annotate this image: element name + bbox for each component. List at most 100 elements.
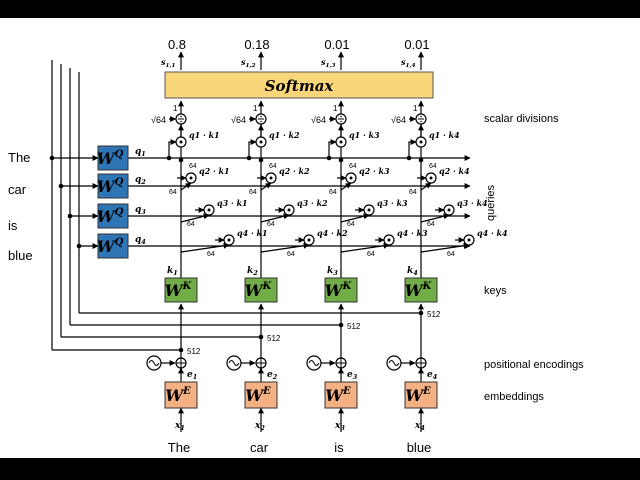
col-1-key-box-label: WK [165, 281, 193, 300]
col-1-k-label: k1 [167, 266, 178, 277]
col-3-key-box-label: WK [325, 281, 353, 300]
dot-node-2-3-mark [349, 176, 353, 180]
product-label-3-1: q3 · k1 [217, 198, 248, 208]
dim-64-2-2: 64 [249, 189, 257, 196]
k-to-dot-4-3 [340, 242, 390, 253]
product-label-2-4: q2 · k4 [439, 166, 470, 176]
col-2-score-value: 0.18 [244, 37, 269, 52]
texts: Thex1WEe1WKk11√640.8s1,1carx2WEe2WKk21√6… [8, 37, 584, 455]
col-2-sine-icon [228, 360, 240, 366]
dot-node-1-2-mark [259, 140, 263, 144]
bottom-word-blue: blue [407, 440, 432, 455]
label-embeddings: embeddings [484, 391, 544, 403]
col-1-embedding-box-label: WE [165, 386, 191, 405]
col-2-score-label: s1,2 [241, 57, 256, 69]
q1-junction-3 [326, 155, 332, 161]
col-3-score-label: s1,3 [321, 57, 336, 69]
product-label-3-3: q3 · k3 [377, 198, 408, 208]
col-2-divide-node-d1 [260, 115, 262, 118]
dim-64-2-1: 64 [169, 189, 177, 196]
softmax-label: Softmax [265, 77, 335, 95]
dim-64-3-2: 64 [267, 221, 275, 228]
col-1-one-label: 1 [173, 104, 178, 113]
dim-64-4-4: 64 [447, 251, 455, 258]
product-label-1-3: q1 · k3 [349, 130, 380, 140]
dot-node-3-2-mark [287, 208, 291, 212]
col-3-sine-icon [308, 360, 320, 366]
col-2-key-box [244, 277, 278, 303]
k-junction-1-1 [178, 157, 184, 163]
col-3-embedding-box-label: WE [325, 386, 351, 405]
col-3-embedding-box [324, 381, 358, 409]
product-label-1-2: q1 · k2 [269, 130, 300, 140]
dim-64-1-2: 64 [269, 163, 277, 170]
left-word-the: The [8, 150, 30, 165]
dot-node-1-3-mark [339, 140, 343, 144]
col-1-e-label: e1 [187, 370, 197, 381]
product-label-1-4: q1 · k4 [429, 130, 460, 140]
q1-route-2 [248, 139, 257, 158]
q1-junction-1 [166, 155, 172, 161]
q-label-3: q3 [135, 205, 146, 216]
col-4-divide-node-d2 [420, 120, 422, 123]
bottom-word-the: The [168, 440, 190, 455]
product-label-2-1: q2 · k1 [199, 166, 230, 176]
q1-route-3 [328, 139, 337, 158]
dot-node-2-4-mark [429, 176, 433, 180]
dot-node-2-1-mark [189, 176, 193, 180]
k-to-dot-2-4 [420, 182, 432, 191]
col-3-k-label: k3 [327, 266, 338, 277]
k-to-dot-4-1 [180, 242, 230, 253]
col-3-sqrt-label: √64 [311, 115, 326, 125]
col-4-k-label: k4 [407, 266, 418, 277]
dim-512-4: 512 [427, 310, 441, 319]
col-1-embedding-box [164, 381, 198, 409]
dot-node-2-2-mark [269, 176, 273, 180]
product-label-4-4: q4 · k4 [477, 228, 508, 238]
product-label-3-2: q3 · k2 [297, 198, 328, 208]
dot-node-1-1-mark [179, 140, 183, 144]
col-4-embedding-box-label: WE [405, 386, 431, 405]
dim-512-2: 512 [267, 334, 281, 343]
col-4-key-box-label: WK [405, 281, 433, 300]
dot-node-3-3-mark [367, 208, 371, 212]
label-queries: queries [485, 184, 497, 221]
col-4-one-label: 1 [413, 104, 418, 113]
col-3-divide-node-d2 [340, 120, 342, 123]
k-to-dot-4-4 [420, 242, 470, 253]
col-4-sine-icon [388, 360, 400, 366]
col-1-sqrt-label: √64 [151, 115, 166, 125]
k-to-dot-2-2 [260, 182, 272, 191]
col-2-divide-node-d2 [260, 120, 262, 123]
k-junction-1-4 [418, 157, 424, 163]
k-to-dot-3-3 [340, 213, 370, 223]
query-box-4 [97, 233, 129, 259]
dim-64-4-3: 64 [367, 251, 375, 258]
query-box-2-label: WQ [97, 177, 124, 196]
dim-64-4-2: 64 [287, 251, 295, 258]
col-4-score-label: s1,4 [401, 57, 416, 69]
col-3-x-label: x3 [334, 421, 345, 432]
dim-64-2-3: 64 [329, 189, 337, 196]
col-3-score-value: 0.01 [324, 37, 349, 52]
col-1-x-label: x1 [174, 421, 185, 432]
left-word-blue: blue [8, 248, 33, 263]
col-1-sine-icon [148, 360, 160, 366]
dim-512-3: 512 [347, 322, 361, 331]
query-box-1 [97, 145, 129, 171]
q-label-1: q1 [135, 147, 146, 158]
product-label-4-3: q4 · k3 [397, 228, 428, 238]
dot-node-4-3-mark [387, 238, 391, 242]
query-box-3 [97, 203, 129, 229]
dim-64-1-4: 64 [429, 163, 437, 170]
q1-junction-4 [406, 155, 412, 161]
dim-512-1: 512 [187, 347, 201, 356]
col-4-divide-node-d1 [420, 115, 422, 118]
dot-node-4-1-mark [227, 238, 231, 242]
query-box-4-label: WQ [97, 237, 124, 256]
k-to-dot-3-1 [180, 213, 210, 223]
col-2-x-label: x2 [254, 421, 265, 432]
dot-node-4-4-mark [467, 238, 471, 242]
dim-64-3-1: 64 [187, 221, 195, 228]
